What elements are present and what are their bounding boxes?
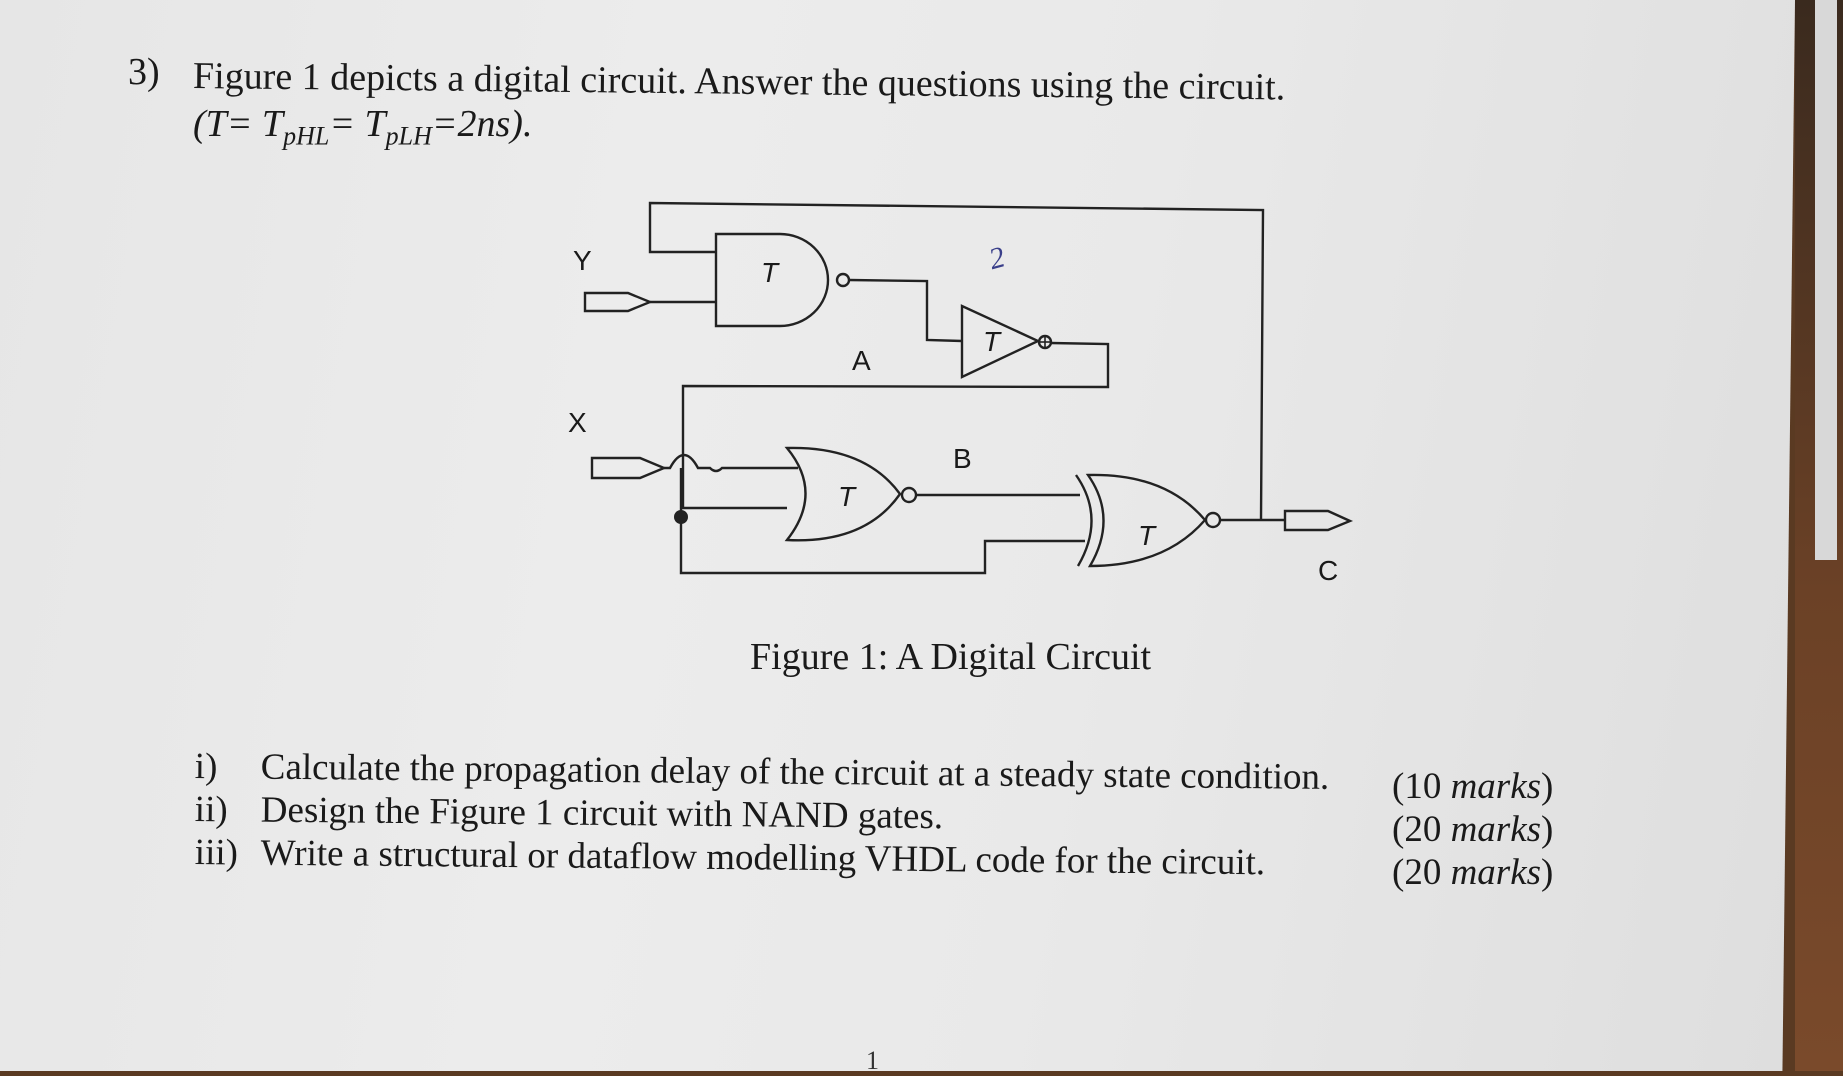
input-x-port (590, 456, 668, 480)
output-c-port (1283, 509, 1354, 532)
label-y: Y (573, 245, 592, 276)
feedback-wire (648, 201, 1265, 521)
part-number: ii) (194, 788, 228, 831)
timing-mid: = T (329, 103, 386, 145)
xnor-bubble (1204, 511, 1222, 529)
input-y-port (583, 291, 654, 313)
marks-label: (10 marks) (1392, 765, 1553, 808)
wire-x (664, 453, 798, 473)
label-x: X (568, 407, 587, 438)
marks-close: ) (1541, 766, 1554, 807)
handwritten-scribble: 2 (985, 240, 1008, 276)
page-number: 1 (866, 1046, 879, 1075)
marks-word: marks (1450, 809, 1542, 850)
marks-close: ) (1541, 852, 1554, 893)
wire-x-down (679, 468, 1085, 575)
marks-word: marks (1450, 852, 1542, 893)
timing-sub-plh: pLH (385, 121, 432, 151)
marks-number: (20 (1392, 852, 1451, 893)
nor-delay-label: T (838, 481, 857, 512)
xnor-delay-label: T (1138, 520, 1157, 551)
part-number: iii) (194, 831, 239, 874)
marks-word: marks (1450, 766, 1542, 807)
not-delay-label: T (983, 326, 1002, 357)
xnor-gate (1085, 473, 1207, 568)
marks-number: (10 (1392, 766, 1451, 807)
xnor-back-curve (1075, 474, 1093, 567)
marks-number: (20 (1392, 809, 1451, 850)
exam-paper (0, 0, 1795, 1071)
nor-gate (784, 446, 902, 542)
part-number: i) (194, 745, 218, 788)
marks-label: (20 marks) (1392, 808, 1553, 851)
next-page-edge (1815, 0, 1837, 560)
marks-close: ) (1541, 809, 1554, 850)
timing-close: =2ns). (431, 103, 533, 145)
wire-not-out (681, 341, 1110, 510)
timing-spec: (T= TpHL= TpLH=2ns). (193, 102, 532, 152)
nand-delay-label: T (761, 257, 780, 288)
part-text: Design the Figure 1 circuit with NAND ga… (260, 789, 944, 838)
timing-open: (T= T (193, 103, 284, 145)
label-a: A (852, 345, 871, 376)
label-c: C (1318, 555, 1338, 586)
question-number: 3) (128, 51, 160, 93)
nor-bubble (900, 486, 918, 504)
wire-a (848, 278, 963, 343)
label-b: B (953, 443, 972, 474)
nand-gate (714, 232, 830, 328)
timing-sub-phl: pHL (283, 121, 330, 151)
not-gate (960, 304, 1041, 379)
figure-caption: Figure 1: A Digital Circuit (750, 636, 1152, 678)
nand-bubble (835, 272, 851, 288)
marks-label: (20 marks) (1392, 851, 1553, 894)
